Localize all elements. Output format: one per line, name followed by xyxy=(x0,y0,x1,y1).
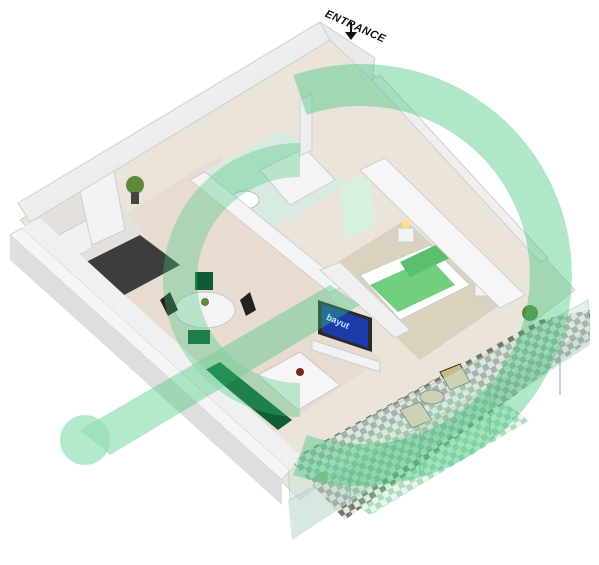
sofa xyxy=(205,362,292,430)
bedroom xyxy=(325,220,500,360)
nightstand-left xyxy=(397,227,415,243)
dining-chair xyxy=(195,272,213,290)
exterior-walls xyxy=(9,21,549,505)
tv-screen xyxy=(322,304,368,348)
bed-cover xyxy=(370,258,455,312)
interior-walls xyxy=(189,93,526,339)
vanity xyxy=(259,147,336,206)
dining-chair xyxy=(160,292,178,316)
coffee-table xyxy=(257,351,341,411)
dining-chair xyxy=(188,330,210,344)
dining-chair xyxy=(240,292,256,316)
glass-railing xyxy=(287,299,591,540)
tv-unit xyxy=(311,300,381,373)
balcony-plant xyxy=(522,305,538,321)
watermark-logo xyxy=(60,64,572,486)
kitchen-plant xyxy=(126,176,144,194)
living-set xyxy=(205,351,341,430)
bathroom xyxy=(205,130,375,240)
arrow-down-icon xyxy=(345,22,357,40)
shower xyxy=(340,170,375,240)
dining-set xyxy=(160,272,256,344)
